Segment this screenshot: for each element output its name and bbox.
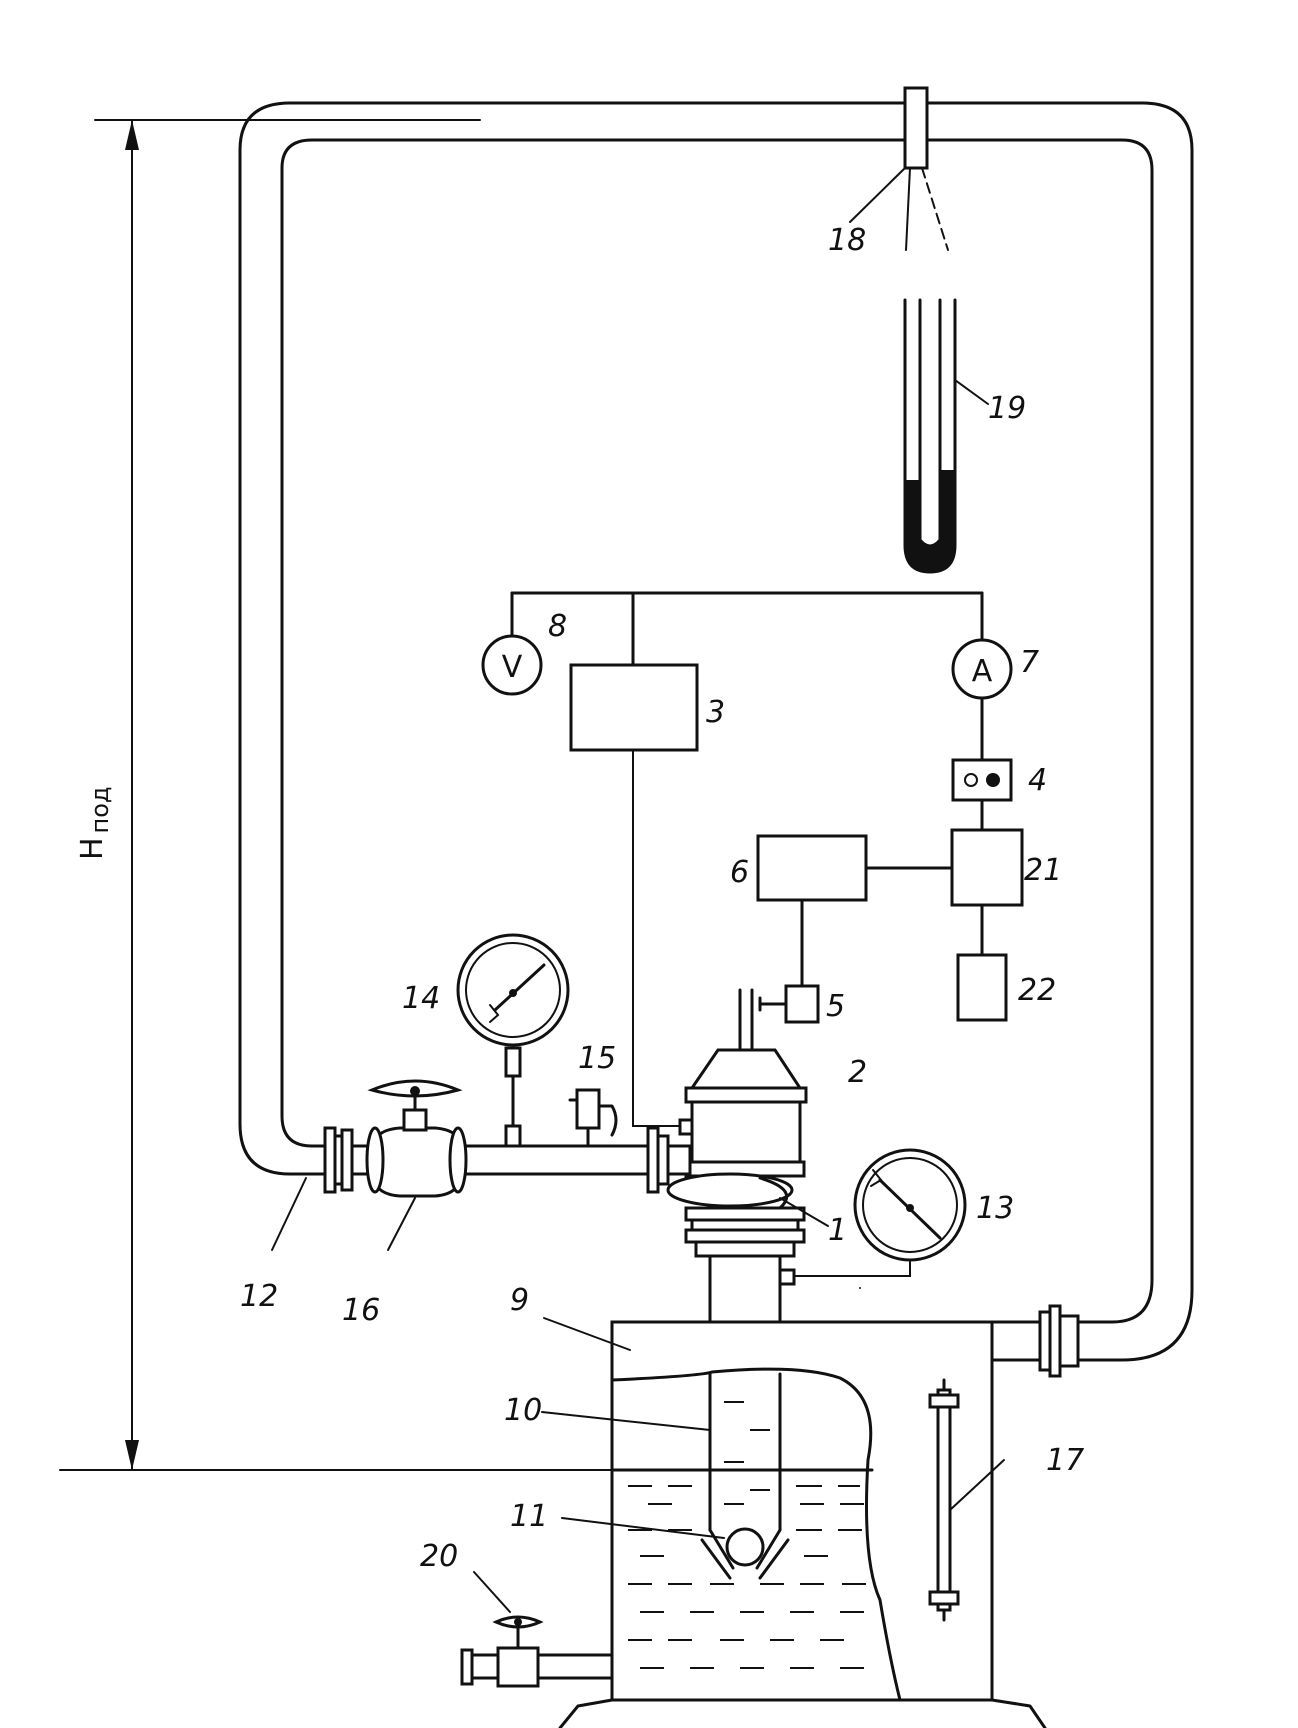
gate-valve (365, 1079, 468, 1198)
label-1: 1 (828, 1213, 847, 1248)
label-7: 7 (1020, 645, 1039, 680)
svg-text:V: V (502, 650, 523, 685)
label-21: 21 (1024, 853, 1062, 888)
voltmeter: V (481, 634, 543, 696)
pressure-gauge-13 (793, 1148, 967, 1277)
label-9: 9 (510, 1283, 529, 1318)
level-gauge (928, 1378, 960, 1622)
label-15: 15 (578, 1041, 616, 1076)
water-tank (558, 1304, 1080, 1728)
label-13: 13 (976, 1191, 1014, 1226)
pipeline-loop (238, 101, 1194, 1362)
switch-box (951, 758, 1013, 802)
label-8: 8 (548, 609, 567, 644)
label-5: 5 (826, 989, 845, 1024)
label-12: 12 (240, 1279, 278, 1314)
block-22 (956, 953, 1008, 1022)
power-supply-block (569, 663, 699, 752)
u-tube-manometer (903, 298, 957, 574)
label-10: 10 (504, 1393, 542, 1428)
speed-sensor (758, 984, 820, 1024)
number-labels: 1 2 3 4 5 6 7 8 9 10 11 12 13 14 15 16 1… (240, 223, 1084, 1574)
height-dimension: Hпод (59, 119, 621, 1471)
label-2: 2 (848, 1055, 867, 1090)
discharge-pipe (323, 1126, 670, 1194)
water-level-hatching (628, 1401, 866, 1669)
label-11: 11 (510, 1499, 548, 1534)
label-19: 19 (988, 391, 1026, 426)
label-3: 3 (706, 695, 725, 730)
label-4: 4 (1028, 763, 1047, 798)
dimension-label: Hпод (75, 786, 114, 860)
electrical-circuit (510, 591, 984, 1127)
svg-text:A: A (972, 654, 993, 689)
label-17: 17 (1046, 1443, 1084, 1478)
sampling-tap (568, 1088, 618, 1148)
label-6: 6 (730, 855, 749, 890)
label-22: 22 (1018, 973, 1056, 1008)
pump-unit (666, 1144, 806, 1324)
orifice-flow-meter (903, 86, 949, 251)
block-6 (756, 834, 868, 902)
leader-lines (271, 167, 1005, 1613)
pressure-gauge-14 (456, 933, 570, 1148)
block-21 (950, 828, 1024, 907)
label-14: 14 (402, 981, 440, 1016)
label-18: 18 (828, 223, 866, 258)
label-20: 20 (420, 1539, 458, 1574)
pump-motor (678, 988, 808, 1164)
drain-valve (460, 1615, 614, 1688)
label-16: 16 (342, 1293, 380, 1328)
ammeter: A (951, 638, 1013, 700)
